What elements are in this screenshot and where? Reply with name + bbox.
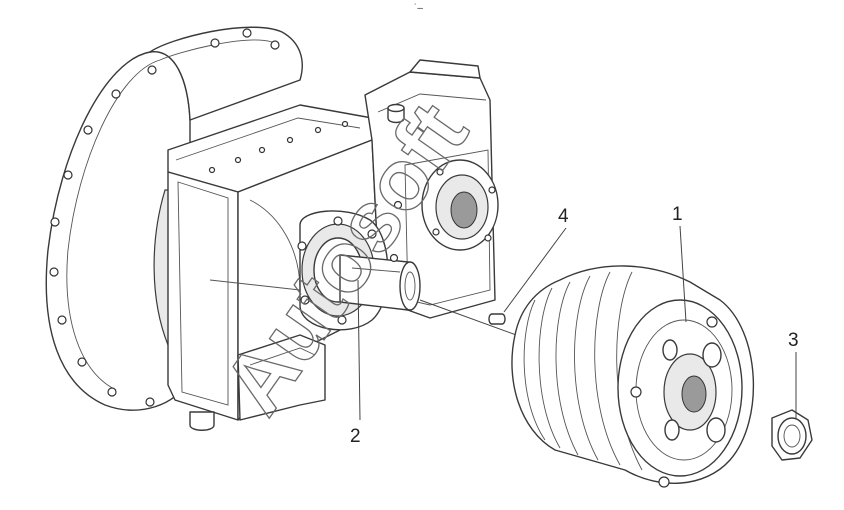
key-part [488, 313, 506, 325]
callout-4: 4 [558, 206, 569, 227]
nut-part [771, 409, 813, 461]
callout-2: 2 [350, 426, 361, 447]
callouts: 1 2 3 4 [350, 204, 799, 447]
pulley-part [511, 265, 755, 488]
callout-line-1 [679, 225, 687, 323]
assembly-axis [419, 299, 531, 341]
callout-line-4 [503, 227, 567, 313]
flange-bolt-holes [49, 28, 280, 407]
output-spline-flange [389, 159, 499, 263]
callout-1: 1 [672, 204, 683, 225]
callout-3: 3 [788, 330, 799, 351]
shaft-bearing-cover [297, 210, 421, 331]
callout-line-2 [357, 279, 361, 421]
top-mark: ˙– [414, 3, 423, 14]
